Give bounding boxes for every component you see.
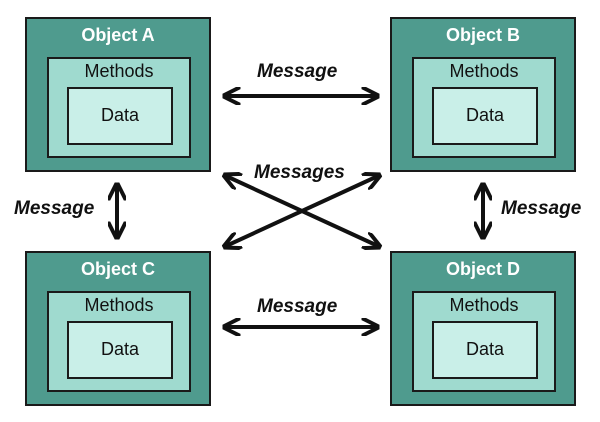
object-c-box: Object C Methods Data	[25, 251, 211, 406]
message-label-middle: Messages	[254, 162, 345, 183]
object-c-title: Object C	[80, 259, 155, 279]
message-label-right: Message	[501, 198, 582, 219]
object-b-methods-label: Methods	[449, 61, 519, 81]
object-c-methods-label: Methods	[84, 295, 154, 315]
object-a-methods-label: Methods	[84, 61, 154, 81]
object-c-data-label: Data	[100, 339, 140, 359]
object-b-methods-box: Methods Data	[412, 57, 556, 158]
object-a-data-box: Data	[67, 87, 173, 145]
object-a-data-label: Data	[100, 105, 140, 125]
object-d-box: Object D Methods Data	[390, 251, 576, 406]
message-label-bottom: Message	[257, 296, 338, 317]
object-b-data-box: Data	[432, 87, 538, 145]
arrow-b-c	[226, 176, 378, 246]
object-d-data-box: Data	[432, 321, 538, 379]
object-b-box: Object B Methods Data	[390, 17, 576, 172]
object-d-methods-box: Methods Data	[412, 291, 556, 392]
message-label-top: Message	[257, 61, 338, 82]
object-a-methods-box: Methods Data	[47, 57, 191, 158]
object-a-title: Object A	[81, 25, 155, 45]
message-label-left: Message	[14, 198, 95, 219]
object-d-data-label: Data	[465, 339, 505, 359]
object-c-methods-box: Methods Data	[47, 291, 191, 392]
object-d-title: Object D	[445, 259, 520, 279]
object-d-methods-label: Methods	[449, 295, 519, 315]
object-b-title: Object B	[445, 25, 520, 45]
object-b-data-label: Data	[465, 105, 505, 125]
object-c-data-box: Data	[67, 321, 173, 379]
object-a-box: Object A Methods Data	[25, 17, 211, 172]
